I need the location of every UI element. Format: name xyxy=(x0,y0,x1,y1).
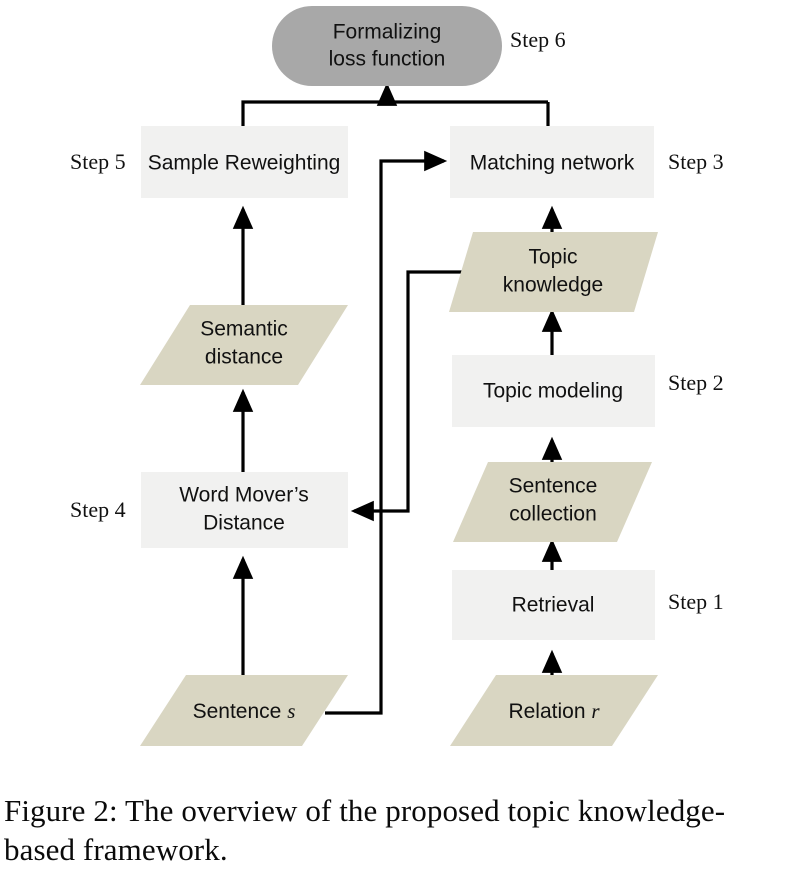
node-topic-knowledge-line2: knowledge xyxy=(503,274,603,297)
node-sentence-collection-line1: Sentence xyxy=(509,475,598,498)
step-label-2: Step 2 xyxy=(668,370,724,395)
node-word-movers-distance-line1: Word Mover’s xyxy=(179,484,309,507)
node-word-movers-distance-line2: Distance xyxy=(203,512,285,535)
figure-caption: Figure 2: The overview of the proposed t… xyxy=(4,793,726,867)
node-formalizing-loss-line1: Formalizing xyxy=(333,21,442,44)
node-sentence-collection[interactable]: Sentence collection xyxy=(453,462,652,542)
connector-sentence-to-matching-feedback xyxy=(325,150,448,715)
node-relation-r-text: Relation xyxy=(508,700,591,723)
node-topic-knowledge-line1: Topic xyxy=(528,246,577,269)
node-sample-reweighting[interactable]: Sample Reweighting xyxy=(141,126,348,198)
node-semantic-distance[interactable]: Semantic distance xyxy=(140,305,348,385)
node-sentence-collection-line2: collection xyxy=(509,503,597,526)
node-retrieval[interactable]: Retrieval xyxy=(452,570,655,640)
node-matching-network[interactable]: Matching network xyxy=(450,126,654,198)
connector-topicknowledge-to-wmd-feedback xyxy=(350,270,473,522)
node-topic-modeling[interactable]: Topic modeling xyxy=(452,355,655,427)
node-sample-reweighting-label: Sample Reweighting xyxy=(148,152,341,175)
flow-diagram: Formalizing loss function Step 6 Sample … xyxy=(70,6,724,746)
node-relation-r[interactable]: Relation r xyxy=(450,675,658,746)
step-label-1: Step 1 xyxy=(668,589,724,614)
step-label-5: Step 5 xyxy=(70,149,126,174)
step-label-6: Step 6 xyxy=(510,27,566,52)
node-semantic-distance-line1: Semantic xyxy=(200,318,288,341)
node-sentence-s[interactable]: Sentence s xyxy=(140,675,348,746)
node-relation-r-label: Relation r xyxy=(508,699,600,723)
node-sentence-s-text: Sentence xyxy=(193,700,288,723)
node-matching-network-label: Matching network xyxy=(470,152,635,175)
step-label-4: Step 4 xyxy=(70,497,126,522)
connector-bracket-to-loss xyxy=(241,100,548,126)
node-formalizing-loss-function[interactable]: Formalizing loss function xyxy=(272,6,502,86)
node-formalizing-loss-line2: loss function xyxy=(329,48,446,71)
node-retrieval-label: Retrieval xyxy=(512,594,595,617)
step-label-3: Step 3 xyxy=(668,149,724,174)
node-sentence-s-label: Sentence s xyxy=(193,699,296,723)
node-topic-modeling-label: Topic modeling xyxy=(483,380,623,403)
node-sentence-s-var: s xyxy=(287,699,295,723)
node-topic-knowledge[interactable]: Topic knowledge xyxy=(449,232,658,312)
node-word-movers-distance[interactable]: Word Mover’s Distance xyxy=(141,472,348,548)
node-relation-r-var: r xyxy=(591,699,600,723)
node-semantic-distance-line2: distance xyxy=(205,346,283,369)
connector-layer xyxy=(232,82,563,715)
